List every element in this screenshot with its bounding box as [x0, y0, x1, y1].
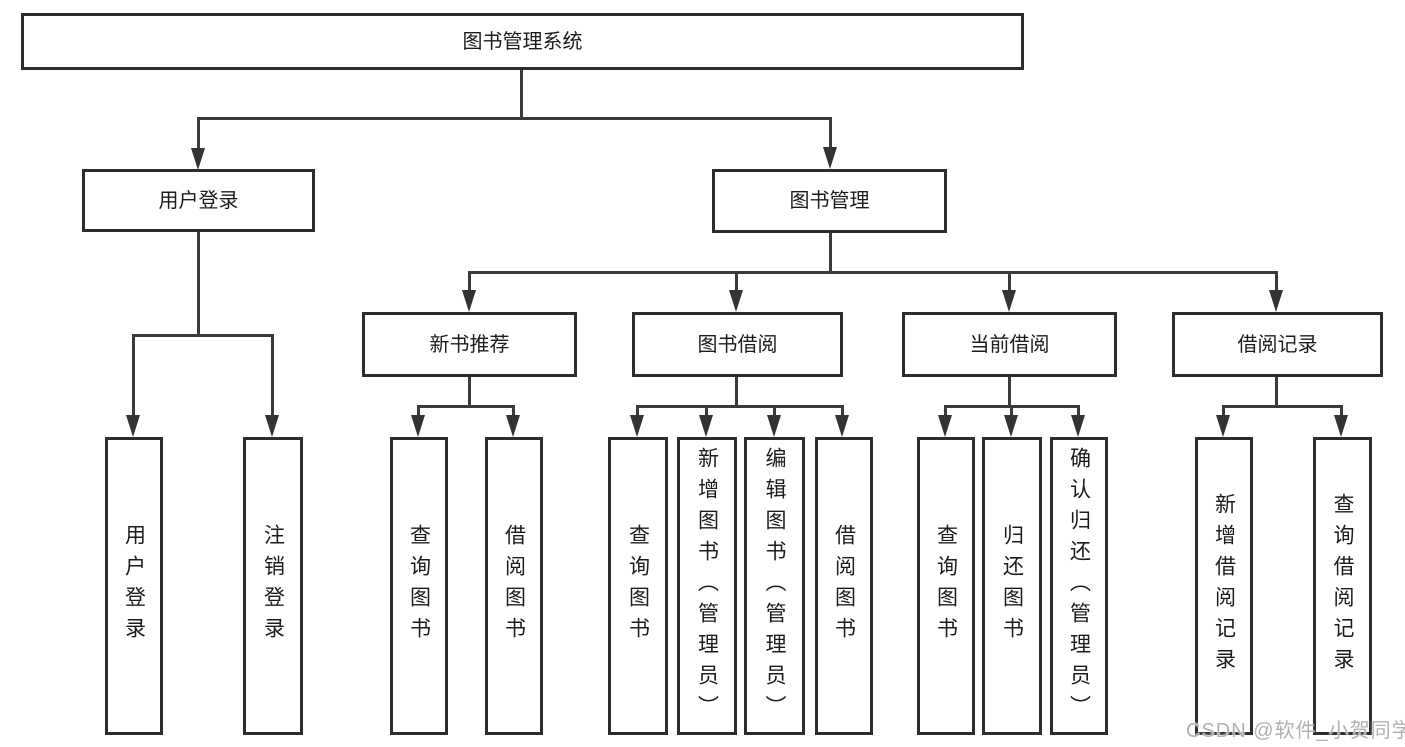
connector-line [1077, 405, 1080, 417]
arrow-down-icon [1269, 290, 1283, 312]
node-label: 图书管理系统 [462, 30, 583, 53]
node-label: 图书借阅 [697, 333, 778, 356]
leaf-borrow-books-borrowing: 借阅图书 [815, 437, 873, 735]
node-current-borrowing: 当前借阅 [902, 312, 1117, 377]
connector-line [705, 405, 708, 417]
node-label: 借阅图书 [832, 524, 856, 648]
leaf-return-books: 归还图书 [982, 437, 1042, 735]
leaf-borrow-books-newbook: 借阅图书 [485, 437, 543, 735]
connector-line [417, 405, 420, 417]
node-label: 借阅记录 [1237, 333, 1318, 356]
connector-line [1275, 271, 1278, 292]
arrow-down-icon [191, 148, 205, 170]
node-label: 图书管理 [789, 190, 870, 212]
connector-line [735, 377, 738, 408]
node-label: 查询图书 [626, 524, 650, 648]
arrow-down-icon [630, 415, 644, 437]
connector-line [829, 233, 832, 274]
leaf-query-books-newbook: 查询图书 [390, 437, 448, 735]
connector-line [944, 405, 947, 417]
connector-line [197, 117, 200, 149]
arrow-down-icon [462, 290, 476, 312]
arrow-down-icon [699, 415, 713, 437]
node-label: 归还图书 [1000, 524, 1024, 648]
leaf-edit-books-admin: 编辑图书（管理员） [744, 437, 805, 735]
connector-line [271, 334, 274, 416]
arrow-down-icon [411, 415, 425, 437]
arrow-down-icon [126, 415, 140, 437]
node-library-system: 图书管理系统 [21, 13, 1024, 70]
connector-line [197, 232, 200, 337]
connector-line [468, 377, 471, 408]
node-user-login: 用户登录 [82, 169, 315, 232]
node-label: 新增借阅记录 [1212, 493, 1236, 679]
arrow-down-icon [729, 290, 743, 312]
arrow-down-icon [265, 415, 279, 437]
arrow-down-icon [1004, 415, 1018, 437]
arrow-down-icon [1216, 415, 1230, 437]
connector-line [417, 405, 515, 408]
node-label: 查询借阅记录 [1331, 493, 1354, 679]
connector-line [1340, 405, 1343, 417]
arrow-down-icon [835, 415, 849, 437]
node-label: 用户登录 [122, 524, 146, 648]
node-label: 确认归还（管理员） [1067, 446, 1091, 726]
arrow-down-icon [1334, 415, 1348, 437]
connector-line [132, 334, 135, 416]
connector-line [636, 405, 844, 408]
csdn-watermark: CSDN @软件_小贺同学 [1186, 720, 1405, 742]
leaf-user-login: 用户登录 [105, 437, 163, 735]
connector-line [197, 117, 832, 120]
connector-line [636, 405, 639, 417]
node-label: 当前借阅 [969, 333, 1050, 356]
arrow-down-icon [1071, 415, 1085, 437]
connector-line [468, 271, 471, 292]
connector-line [132, 334, 274, 337]
node-label: 用户登录 [158, 189, 239, 212]
connector-line [512, 405, 515, 417]
arrow-down-icon [506, 415, 520, 437]
leaf-confirm-return-admin: 确认归还（管理员） [1050, 437, 1108, 735]
leaf-query-borrow-record: 查询借阅记录 [1313, 437, 1372, 735]
leaf-logout-login: 注销登录 [243, 437, 303, 735]
connector-line [773, 405, 776, 417]
connector-line [520, 70, 523, 118]
arrow-down-icon [938, 415, 952, 437]
node-borrowing-records: 借阅记录 [1172, 312, 1383, 377]
node-label: 查询图书 [934, 524, 958, 648]
node-book-borrowing: 图书借阅 [632, 312, 843, 377]
leaf-add-books-admin: 新增图书（管理员） [677, 437, 737, 735]
connector-line [841, 405, 844, 417]
connector-line [1222, 405, 1343, 408]
connector-line [1008, 377, 1011, 408]
arrow-down-icon [767, 415, 781, 437]
arrow-down-icon [823, 147, 837, 169]
leaf-add-borrow-record: 新增借阅记录 [1195, 437, 1253, 735]
node-label: 新增图书（管理员） [695, 446, 719, 726]
node-label: 编辑图书（管理员） [763, 446, 786, 726]
connector-line [1275, 377, 1278, 408]
connector-line [468, 271, 1278, 274]
leaf-query-books-current: 查询图书 [917, 437, 975, 735]
node-label: 新书推荐 [429, 333, 510, 356]
node-label: 注销登录 [261, 524, 285, 648]
connector-line [1222, 405, 1225, 417]
node-new-book-recommendation: 新书推荐 [362, 312, 577, 377]
arrow-down-icon [1002, 290, 1016, 312]
connector-line [735, 271, 738, 292]
leaf-query-books-borrowing: 查询图书 [608, 437, 668, 735]
node-book-management: 图书管理 [712, 169, 947, 233]
node-label: 借阅图书 [502, 524, 526, 648]
node-label: 查询图书 [407, 524, 431, 648]
connector-line [1010, 405, 1013, 417]
connector-line [829, 117, 832, 148]
connector-line [1008, 271, 1011, 292]
